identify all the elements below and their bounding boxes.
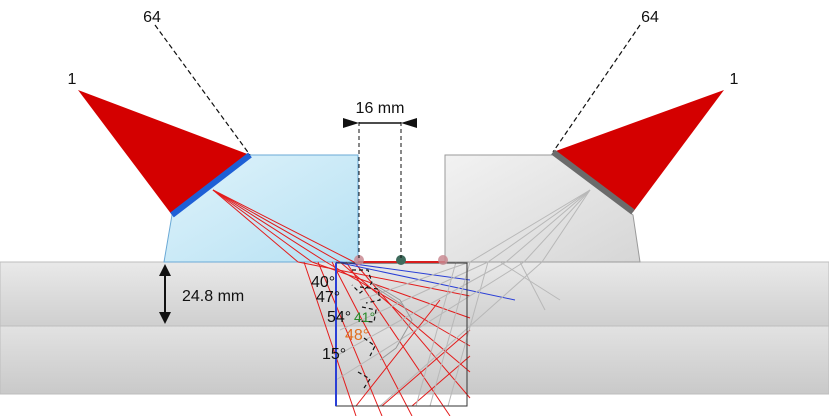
left-beam-in-wedge [212, 189, 299, 263]
left-beam-red [325, 261, 471, 347]
label-right-64: 64 [641, 9, 659, 26]
right-beam-in-wedge [505, 189, 591, 263]
gap-marker-right [438, 255, 448, 265]
right-beam-gray [415, 261, 457, 407]
probe-right-array [551, 149, 635, 215]
left-beam-in-wedge [212, 189, 327, 263]
angle-48: 48° [345, 327, 369, 344]
angle-41: 41° [354, 309, 375, 325]
gap-label: 16 mm [356, 100, 405, 117]
right-beam-gray [335, 261, 525, 381]
plate-bottom-layer [0, 325, 829, 395]
left-beam-red [311, 261, 471, 319]
plate-top-layer [0, 261, 829, 327]
right-beam-gray [519, 261, 546, 311]
label-left-64: 64 [143, 9, 161, 26]
right-wedge [444, 154, 641, 263]
left-beam-in-wedge [212, 189, 313, 263]
left-beam-blue [335, 261, 516, 301]
left-beam-in-wedge [212, 189, 355, 263]
left-beam-reflected [355, 299, 441, 407]
beam-paths [212, 189, 591, 416]
right-beam-gray [335, 261, 507, 357]
label-right-1: 1 [730, 71, 739, 88]
left-beam-red [331, 261, 413, 416]
angle-15: 15° [322, 346, 346, 363]
gap-dimension: 16 mm [343, 100, 417, 258]
thickness-dimension: 24.8 mm [159, 264, 244, 324]
left-beam-in-wedge [212, 189, 341, 263]
label-left-1: 1 [68, 71, 77, 88]
left-beam-red [317, 261, 383, 416]
probe-left [78, 90, 250, 215]
left-beam-red [303, 261, 357, 416]
left-beam-reflected [381, 329, 471, 407]
left-beam-red [339, 261, 471, 373]
right-beam-gray [499, 261, 561, 301]
weld-fusion-gray [371, 282, 413, 361]
right-beam-gray [339, 261, 489, 331]
right-beam-gray [429, 261, 471, 407]
angle-40: 40° [311, 274, 335, 291]
right-beam-gray [379, 261, 543, 407]
right-beam-gray [447, 261, 489, 407]
thickness-label: 24.8 mm [182, 288, 244, 305]
probe-left-array [170, 152, 252, 218]
right-beam-in-wedge [469, 189, 591, 263]
angle-54: 54° [327, 309, 351, 326]
leader-right-64 [552, 24, 641, 153]
gap-marker-left [354, 255, 364, 265]
left-beam-reflected [411, 355, 471, 407]
gap-marker-center [396, 255, 406, 265]
right-beam-in-wedge [487, 189, 591, 263]
leader-left-64 [154, 24, 251, 156]
right-beam-in-wedge [541, 189, 591, 263]
left-beam-blue [339, 261, 471, 281]
angle-47: 47° [316, 289, 340, 306]
right-beam-in-wedge [523, 189, 591, 263]
left-beam-red [353, 261, 471, 399]
